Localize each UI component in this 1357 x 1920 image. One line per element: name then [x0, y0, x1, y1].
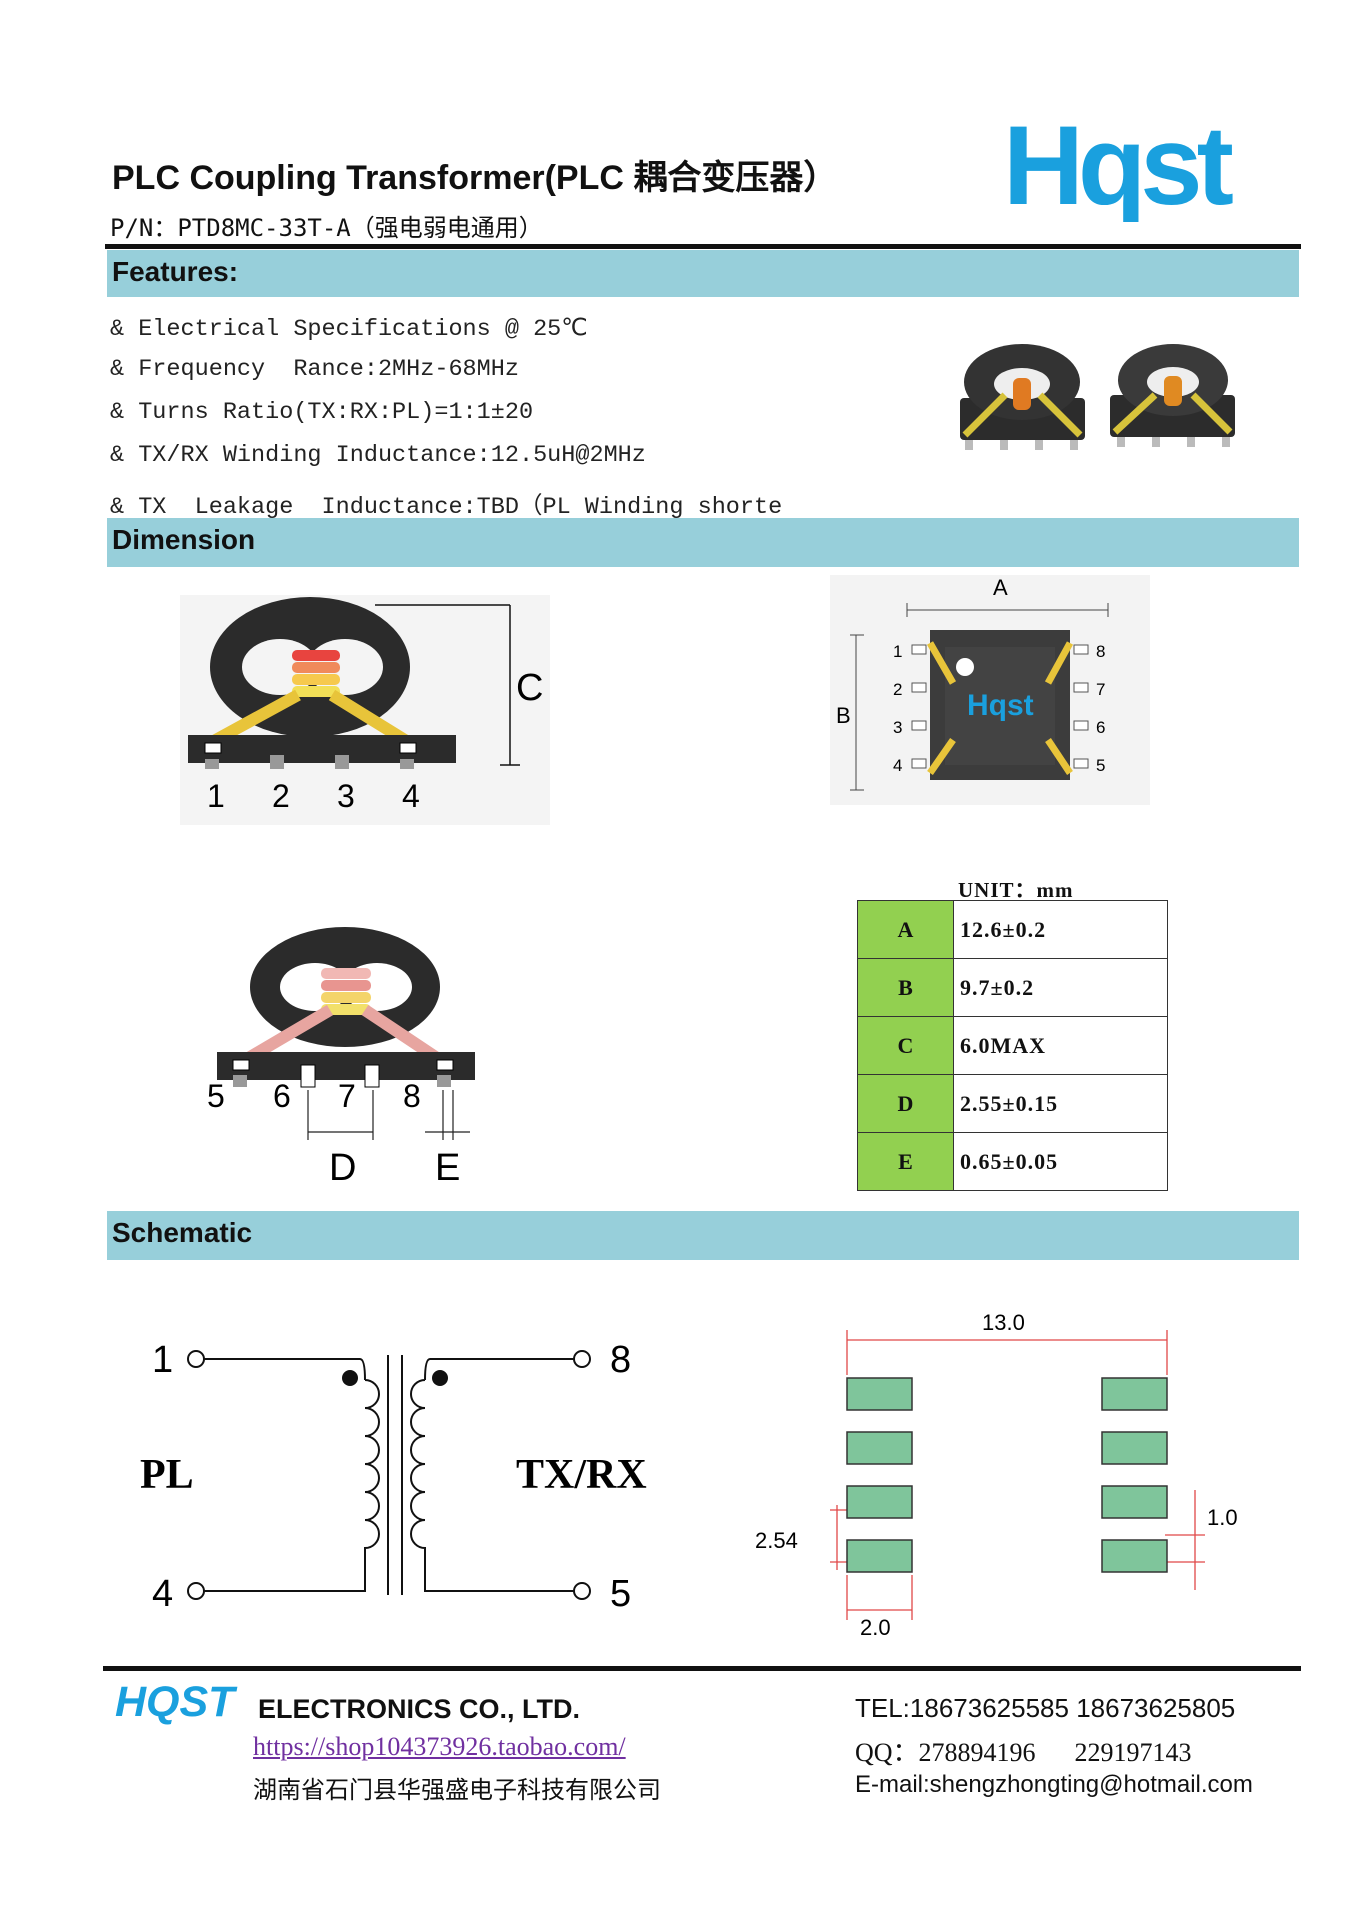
- component-photo-left: [960, 344, 1085, 450]
- top-view-outline: A B Hqst 1 2 3 4 8 7 6 5: [830, 575, 1150, 805]
- pin-label: 3: [337, 778, 355, 814]
- feature-line: & Turns Ratio(TX:RX:PL)=1:1±20: [110, 399, 534, 426]
- footer-chinese-name: 湖南省石门县华强盛电子科技有限公司: [253, 1776, 661, 1804]
- pin-label: 5: [1096, 756, 1105, 775]
- hqst-logo-text: Hqst: [1003, 112, 1233, 222]
- pin-label: 1: [893, 642, 902, 661]
- footer-qq: QQ：278894196 229197143: [855, 1738, 1192, 1767]
- pin-label: 4: [893, 756, 902, 775]
- footer-tel: TEL:18673625585 18673625805: [855, 1693, 1236, 1723]
- winding-label-pl: PL: [140, 1452, 194, 1498]
- dim-width: 13.0: [982, 1310, 1025, 1335]
- winding-label-txrx: TX/RX: [516, 1452, 647, 1498]
- transformer-schematic: 1 4 8 5 PL TX/RX: [140, 1339, 647, 1615]
- dim-pad-gap: 1.0: [1207, 1505, 1238, 1530]
- pin-label: 1: [207, 778, 225, 814]
- feature-line: & Frequency Rance:2MHz-68MHz: [110, 356, 519, 383]
- dim-label-a: A: [993, 575, 1008, 600]
- footer-brand: HQST: [115, 1678, 235, 1726]
- table-key: B: [857, 958, 954, 1017]
- side-view-pins-5-8: 5 6 7 8 D E: [207, 927, 475, 1189]
- feature-line: & TX/RX Winding Inductance:12.5uH@2MHz: [110, 442, 646, 469]
- pin-label: 2: [893, 680, 902, 699]
- pin-label: 4: [402, 778, 420, 814]
- header-rule: [105, 244, 1301, 249]
- feature-line: & TX Leakage Inductance:TBD（PL Winding s…: [110, 494, 783, 521]
- shop-link[interactable]: https://shop104373926.taobao.com/: [253, 1732, 626, 1761]
- table-key: A: [857, 900, 954, 959]
- pin-label: 1: [152, 1339, 173, 1381]
- table-value: 6.0MAX: [953, 1016, 1168, 1075]
- pin-label: 6: [273, 1078, 291, 1114]
- pin-label: 3: [893, 718, 902, 737]
- pin-label: 7: [338, 1078, 356, 1114]
- dim-label-b: B: [836, 703, 851, 728]
- features-header: Features:: [107, 250, 1299, 297]
- pin-label: 2: [272, 778, 290, 814]
- pin-label: 5: [207, 1078, 225, 1114]
- dim-label-d: D: [329, 1147, 356, 1189]
- pin-label: 8: [610, 1339, 631, 1381]
- pin-label: 5: [610, 1573, 631, 1615]
- footer-rule: [103, 1666, 1301, 1671]
- dim-pitch: 2.54: [755, 1528, 798, 1553]
- table-value: 2.55±0.15: [953, 1074, 1168, 1133]
- pin-label: 4: [152, 1573, 173, 1615]
- unit-label: UNIT：mm: [958, 878, 1074, 902]
- pin-label: 6: [1096, 718, 1105, 737]
- table-key: D: [857, 1074, 954, 1133]
- dim-label-c: C: [516, 667, 543, 709]
- table-key: E: [857, 1132, 954, 1191]
- table-value: 0.65±0.05: [953, 1132, 1168, 1191]
- pin-label: 7: [1096, 680, 1105, 699]
- pcb-footprint: 13.0 2.54 2.0 1.0: [755, 1310, 1238, 1640]
- dimension-header: Dimension: [107, 518, 1299, 567]
- table-value: 9.7±0.2: [953, 958, 1168, 1017]
- hqst-logo: Hqst: [1003, 112, 1239, 222]
- table-value: 12.6±0.2: [953, 900, 1168, 959]
- schematic-header: Schematic: [107, 1211, 1299, 1260]
- side-view-pins-1-4: C 1 2 3 4: [180, 595, 550, 825]
- part-number: P/N：PTD8MC-33T-A（强电弱电通用）: [110, 214, 543, 242]
- product-photo: [960, 344, 1235, 450]
- table-key: C: [857, 1016, 954, 1075]
- footer-company: ELECTRONICS CO., LTD.: [258, 1694, 580, 1724]
- component-photo-right: [1110, 344, 1235, 447]
- dim-label-e: E: [435, 1147, 460, 1189]
- top-view-logo: Hqst: [967, 689, 1034, 722]
- pin-label: 8: [1096, 642, 1105, 661]
- feature-line: & Electrical Specifications @ 25℃: [110, 316, 588, 343]
- dim-pad-width: 2.0: [860, 1615, 891, 1640]
- page-title: PLC Coupling Transformer(PLC 耦合变压器）: [112, 159, 838, 197]
- footer-email[interactable]: E-mail:shengzhongting@hotmail.com: [855, 1771, 1253, 1798]
- pin-label: 8: [403, 1078, 421, 1114]
